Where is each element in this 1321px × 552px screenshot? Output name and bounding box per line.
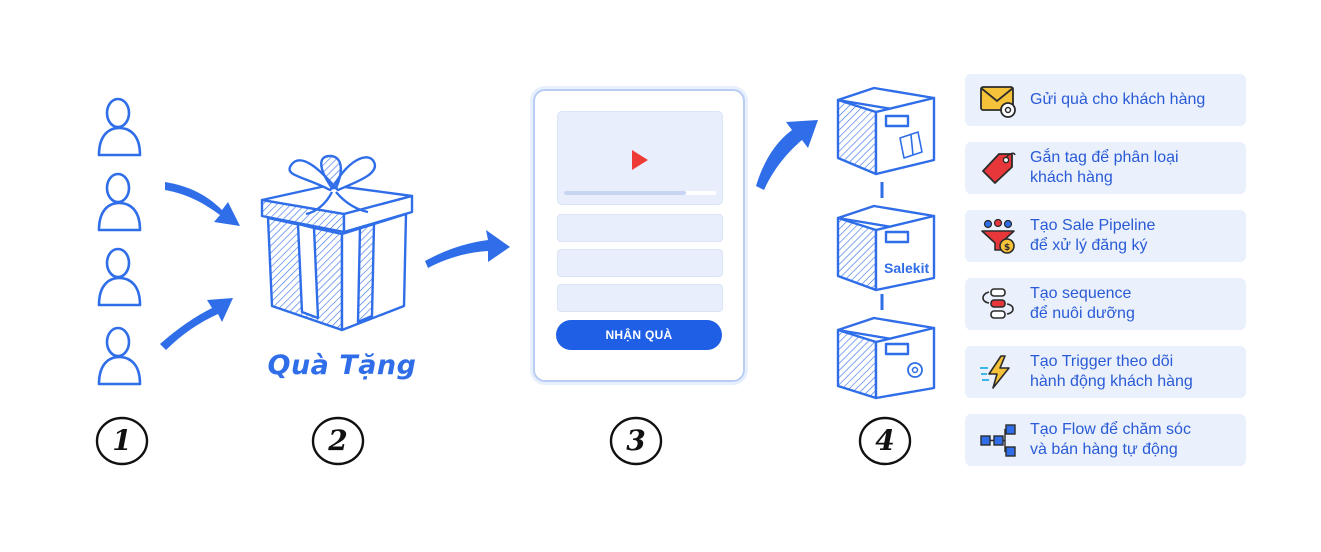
feature-card: Gắn tag để phân loại khách hàng (965, 142, 1246, 194)
gift-title: Quà Tặng (267, 350, 417, 381)
feature-line: Tạo Sale Pipeline (1030, 217, 1156, 234)
feature-text: Tạo Sale Pipeline để xử lý đăng ký (1030, 210, 1240, 262)
step-circle (95, 416, 912, 466)
form-field[interactable] (557, 214, 723, 242)
tag-icon (982, 152, 1016, 184)
feature-card: Tạo sequence để nuôi dưỡng (965, 278, 1246, 330)
feature-card: Tạo Trigger theo dõi hành động khách hàn… (965, 346, 1246, 398)
package-box-icon (836, 204, 936, 292)
mail-icon (980, 86, 1016, 118)
svg-text:$: $ (1004, 243, 1010, 253)
package-box-icon (836, 86, 936, 176)
video-player[interactable] (557, 111, 723, 205)
receive-gift-button[interactable]: NHẬN QUÀ (556, 320, 722, 350)
person-icon (97, 247, 142, 307)
feature-line: và bán hàng tự động (1030, 441, 1178, 458)
arrow-icon (756, 120, 818, 190)
arrow-icon (165, 182, 240, 226)
feature-line: Tạo sequence (1030, 285, 1132, 302)
feature-line: Gắn tag để phân loại (1030, 149, 1179, 166)
feature-text: Tạo sequence để nuôi dưỡng (1030, 278, 1240, 330)
sequence-icon (982, 288, 1014, 319)
package-box-icon (836, 316, 936, 400)
play-icon[interactable] (632, 150, 648, 170)
flow-icon (980, 424, 1016, 457)
arrow-icon (160, 298, 233, 350)
feature-line: để nuôi dưỡng (1030, 305, 1135, 322)
lightning-icon (980, 355, 1010, 389)
form-field[interactable] (557, 249, 723, 277)
feature-text: Gửi quà cho khách hàng (1030, 74, 1240, 126)
feature-line: hành động khách hàng (1030, 373, 1193, 390)
form-mockup: NHẬN QUÀ (533, 89, 745, 382)
video-progress-fill (564, 191, 686, 195)
box-brand-label: Salekit (884, 260, 929, 276)
feature-card: Gửi quà cho khách hàng (965, 74, 1246, 126)
feature-text: Tạo Flow để chăm sóc và bán hàng tự động (1030, 414, 1240, 466)
sales-funnel-icon: $ (981, 218, 1015, 254)
video-progress-bar[interactable] (564, 191, 716, 195)
arrow-icon (425, 230, 510, 268)
feature-text: Tạo Trigger theo dõi hành động khách hàn… (1030, 346, 1240, 398)
step-number: 4 (875, 424, 895, 457)
gift-box-icon (260, 154, 414, 332)
feature-line: để xử lý đăng ký (1030, 237, 1148, 254)
person-icon (97, 326, 142, 386)
feature-line: Tạo Flow để chăm sóc (1030, 421, 1191, 438)
step-number: 3 (626, 424, 646, 457)
form-field[interactable] (557, 284, 723, 312)
feature-card: Tạo Flow để chăm sóc và bán hàng tự động (965, 414, 1246, 466)
feature-line: khách hàng (1030, 169, 1113, 186)
feature-card: $ Tạo Sale Pipeline để xử lý đăng ký (965, 210, 1246, 262)
feature-text: Gắn tag để phân loại khách hàng (1030, 142, 1240, 194)
person-icon (97, 97, 142, 157)
step-number: 2 (328, 424, 348, 457)
step-number: 1 (112, 424, 132, 457)
feature-line: Tạo Trigger theo dõi (1030, 353, 1174, 370)
person-icon (97, 172, 142, 232)
feature-line: Gửi quà cho khách hàng (1030, 91, 1206, 108)
